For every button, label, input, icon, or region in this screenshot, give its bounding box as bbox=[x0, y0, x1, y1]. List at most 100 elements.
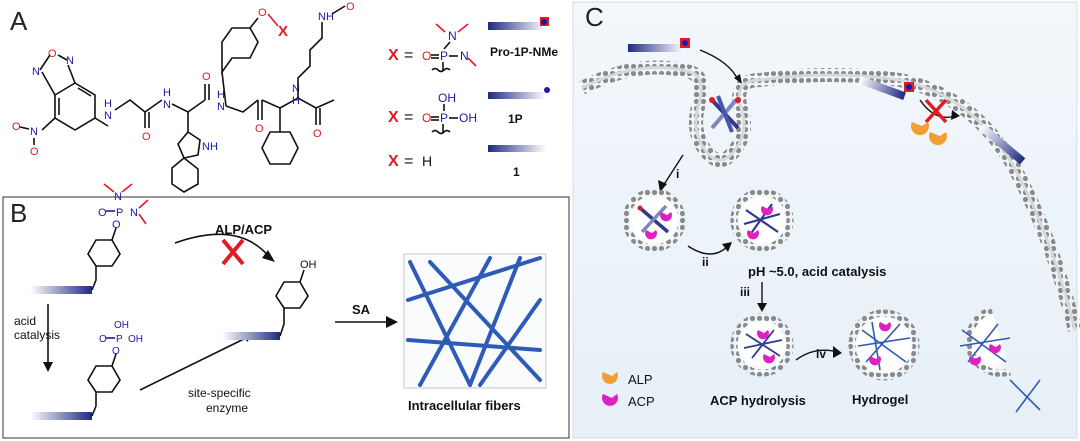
def2-oh2: OH bbox=[459, 111, 477, 125]
peptide-backbone: H N O H N O H N O N H O bbox=[104, 71, 335, 143]
fibers-image: Intracellular fibers bbox=[403, 253, 547, 413]
acid-label-2: catalysis bbox=[14, 328, 60, 342]
def2-o: O bbox=[422, 111, 431, 125]
def3-x: X bbox=[388, 153, 399, 170]
product-structure: OH bbox=[222, 259, 317, 340]
legend-alp: ALP bbox=[628, 372, 653, 387]
vesicle-3 bbox=[730, 313, 794, 377]
def2-name: 1P bbox=[508, 112, 523, 126]
step-iii: iii bbox=[740, 285, 750, 299]
def1-n2: N bbox=[460, 49, 469, 63]
def3-h: H bbox=[422, 153, 432, 169]
def2-p: P bbox=[440, 111, 448, 125]
phosphate-structure: O P O OH OH bbox=[30, 320, 143, 420]
definition-1p: X = O P OH OH 1P bbox=[388, 87, 550, 135]
prodrug-p: P bbox=[116, 207, 123, 219]
alp-enzymes bbox=[911, 122, 947, 146]
step-iv: iv bbox=[816, 347, 826, 361]
carbonyl-o2: O bbox=[202, 71, 211, 83]
panel-c-label: C bbox=[585, 2, 604, 32]
step-i: i bbox=[676, 167, 679, 181]
nbd-n2: N bbox=[66, 55, 74, 67]
lys-sidechain: NH O bbox=[297, 1, 355, 98]
definition-1: X = H 1 bbox=[388, 145, 546, 179]
def2-x: X bbox=[388, 109, 399, 126]
prodrug-n2: N bbox=[130, 207, 138, 219]
vesicle-rupturing bbox=[959, 306, 1041, 413]
prodrug-o2: O bbox=[112, 219, 121, 231]
def1-eq: = bbox=[404, 47, 413, 64]
alp-legend-icon bbox=[602, 372, 618, 384]
mid-o2: O bbox=[112, 346, 120, 357]
amine-h1: H bbox=[104, 98, 112, 110]
nbd-n1: N bbox=[32, 66, 40, 78]
amide-n3: N bbox=[217, 101, 225, 113]
hydrogel-label: Hydrogel bbox=[852, 392, 908, 407]
carbonyl-o3: O bbox=[255, 123, 264, 135]
mid-oh1: OH bbox=[114, 320, 129, 331]
prodrug-structure: O P O N N bbox=[30, 183, 149, 294]
vesicle-1 bbox=[622, 188, 686, 252]
enzyme-label: ALP/ACP bbox=[215, 222, 272, 237]
def1-peptide-bar bbox=[488, 22, 546, 30]
blocked-cross-icon-c bbox=[924, 98, 948, 124]
legend: ALP ACP bbox=[602, 372, 655, 409]
tyr-o: O bbox=[258, 7, 267, 19]
product-oh: OH bbox=[300, 259, 317, 271]
vesicle-2 bbox=[730, 188, 794, 252]
amide-h3: H bbox=[217, 89, 225, 101]
def3-name: 1 bbox=[513, 165, 520, 179]
amine-n1: N bbox=[104, 110, 112, 122]
def1-n1: N bbox=[448, 29, 457, 43]
amide-h2: H bbox=[163, 87, 171, 99]
indole-nh: NH bbox=[202, 141, 218, 153]
acp-hydrolysis-label: ACP hydrolysis bbox=[710, 393, 806, 408]
step-ii: ii bbox=[702, 255, 709, 269]
mid-oh2: OH bbox=[128, 334, 143, 345]
vesicle-hydrogel bbox=[848, 309, 920, 381]
trp-sidechain: NH bbox=[171, 112, 218, 193]
panel-c: C bbox=[572, 1, 1080, 439]
acetyl-nh: NH bbox=[318, 11, 334, 23]
acid-label-1: acid bbox=[14, 314, 36, 328]
amide-n2: N bbox=[163, 99, 171, 111]
legend-acp: ACP bbox=[628, 394, 655, 409]
prodrug-n1: N bbox=[114, 191, 122, 203]
def2-peptide-bar bbox=[488, 92, 546, 99]
nbd-group: N O N N O O bbox=[12, 48, 109, 158]
carbonyl-o1: O bbox=[142, 131, 151, 143]
mid-p: P bbox=[116, 334, 123, 345]
nitro-o2: O bbox=[30, 146, 39, 158]
site-label-1: site-specific bbox=[188, 386, 251, 400]
panel-b-label: B bbox=[10, 198, 27, 228]
carbonyl-o4: O bbox=[313, 128, 322, 140]
internalized-peptides bbox=[709, 95, 741, 133]
panel-a: A N O N N O O H N O bbox=[10, 1, 558, 193]
prodrug-o1: O bbox=[98, 207, 107, 219]
def1-o: O bbox=[422, 49, 431, 63]
phe-sidechain bbox=[261, 108, 299, 165]
ph-label: pH ~5.0, acid catalysis bbox=[748, 264, 886, 279]
blocked-cross-icon bbox=[221, 238, 245, 266]
nbd-o: O bbox=[48, 48, 57, 60]
tyr-x: X bbox=[278, 23, 288, 40]
def1-x: X bbox=[388, 47, 399, 64]
panel-b: B O P O N N ALP/ACP acid bbox=[2, 183, 570, 439]
def2-eq: = bbox=[404, 109, 413, 126]
definition-pro1pnme: X = O P N N Pro-1P-NMe bbox=[388, 17, 558, 73]
nitro-o1: O bbox=[12, 121, 21, 133]
sa-label: SA bbox=[352, 302, 371, 317]
def3-peptide-bar bbox=[488, 145, 546, 152]
acetyl-o: O bbox=[346, 1, 355, 13]
amide-h4: H bbox=[292, 95, 300, 107]
mid-o1: O bbox=[99, 334, 107, 345]
def1-name: Pro-1P-NMe bbox=[490, 45, 558, 59]
acp-legend-icon bbox=[602, 394, 618, 406]
def1-p: P bbox=[440, 49, 448, 63]
def3-eq: = bbox=[404, 153, 413, 170]
site-label-2: enzyme bbox=[206, 401, 248, 415]
fibers-label: Intracellular fibers bbox=[408, 398, 521, 413]
nitro-n: N bbox=[30, 126, 38, 138]
def2-oh1: OH bbox=[438, 91, 456, 105]
